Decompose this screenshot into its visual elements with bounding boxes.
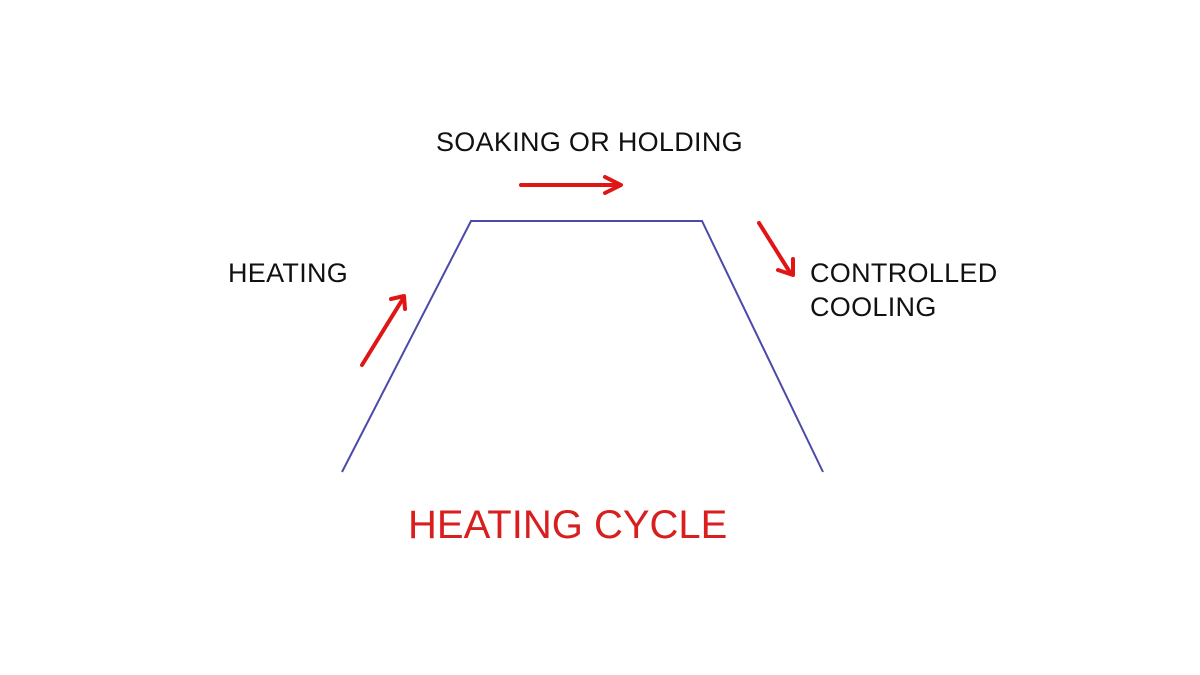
- controlled-cooling-line-2: COOLING: [810, 292, 937, 322]
- controlled-cooling-label: CONTROLLED COOLING: [810, 256, 998, 324]
- heating-label: HEATING: [228, 258, 349, 288]
- temperature-profile-curve: [341, 220, 824, 473]
- soaking-arrow: [519, 175, 623, 195]
- diagram-title: HEATING CYCLE: [408, 503, 728, 547]
- controlled-cooling-line-1: CONTROLLED: [810, 258, 998, 288]
- soaking-label: SOAKING OR HOLDING: [436, 127, 743, 157]
- cooling-arrow: [757, 221, 795, 277]
- heating-arrow: [360, 294, 407, 367]
